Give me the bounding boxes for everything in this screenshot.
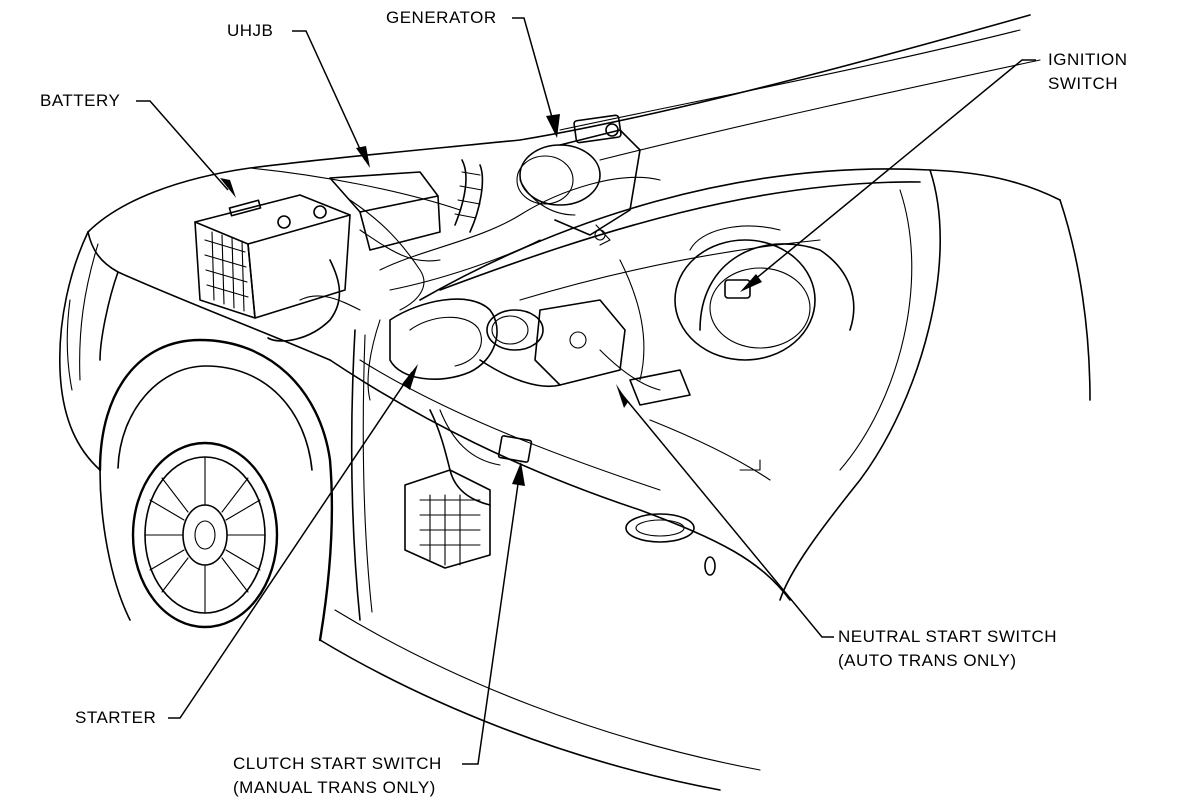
neutral-start-switch-label-line2: (AUTO TRANS ONLY) <box>838 651 1017 670</box>
neutral-start-switch-label-line1: NEUTRAL START SWITCH <box>838 627 1058 646</box>
wiring-harness <box>367 176 661 401</box>
front-wheel <box>131 441 279 629</box>
generator-illustration <box>516 114 641 246</box>
clutch-start-switch-label: CLUTCH START SWITCH (MANUAL TRANS ONLY) <box>233 752 442 800</box>
battery-label: BATTERY <box>40 89 120 113</box>
hose-illustration <box>454 159 484 233</box>
car-body <box>58 14 1091 791</box>
transmission-illustration <box>534 299 691 406</box>
battery-illustration <box>194 194 351 319</box>
battery-label-text: BATTERY <box>40 91 121 110</box>
starter-illustration <box>389 298 561 388</box>
ignition-switch-label-line2: SWITCH <box>1048 74 1119 93</box>
generator-label: GENERATOR <box>386 6 497 30</box>
starter-label: STARTER <box>75 706 156 730</box>
leader-lines <box>136 17 1036 765</box>
uhjb-label-text: UHJB <box>227 21 274 40</box>
generator-label-text: GENERATOR <box>386 8 497 27</box>
ignition-switch-label: IGNITION SWITCH <box>1048 48 1128 96</box>
clutch-start-switch-label-line1: CLUTCH START SWITCH <box>233 754 442 773</box>
uhjb-label: UHJB <box>227 19 273 43</box>
uhjb-illustration <box>267 171 441 342</box>
steering-wheel-illustration <box>674 225 855 361</box>
ignition-switch-label-line1: IGNITION <box>1048 50 1128 69</box>
clutch-switch-illustration <box>404 409 533 569</box>
clutch-start-switch-label-line2: (MANUAL TRANS ONLY) <box>233 778 436 797</box>
starter-label-text: STARTER <box>75 708 157 727</box>
neutral-start-switch-label: NEUTRAL START SWITCH (AUTO TRANS ONLY) <box>838 625 1057 673</box>
